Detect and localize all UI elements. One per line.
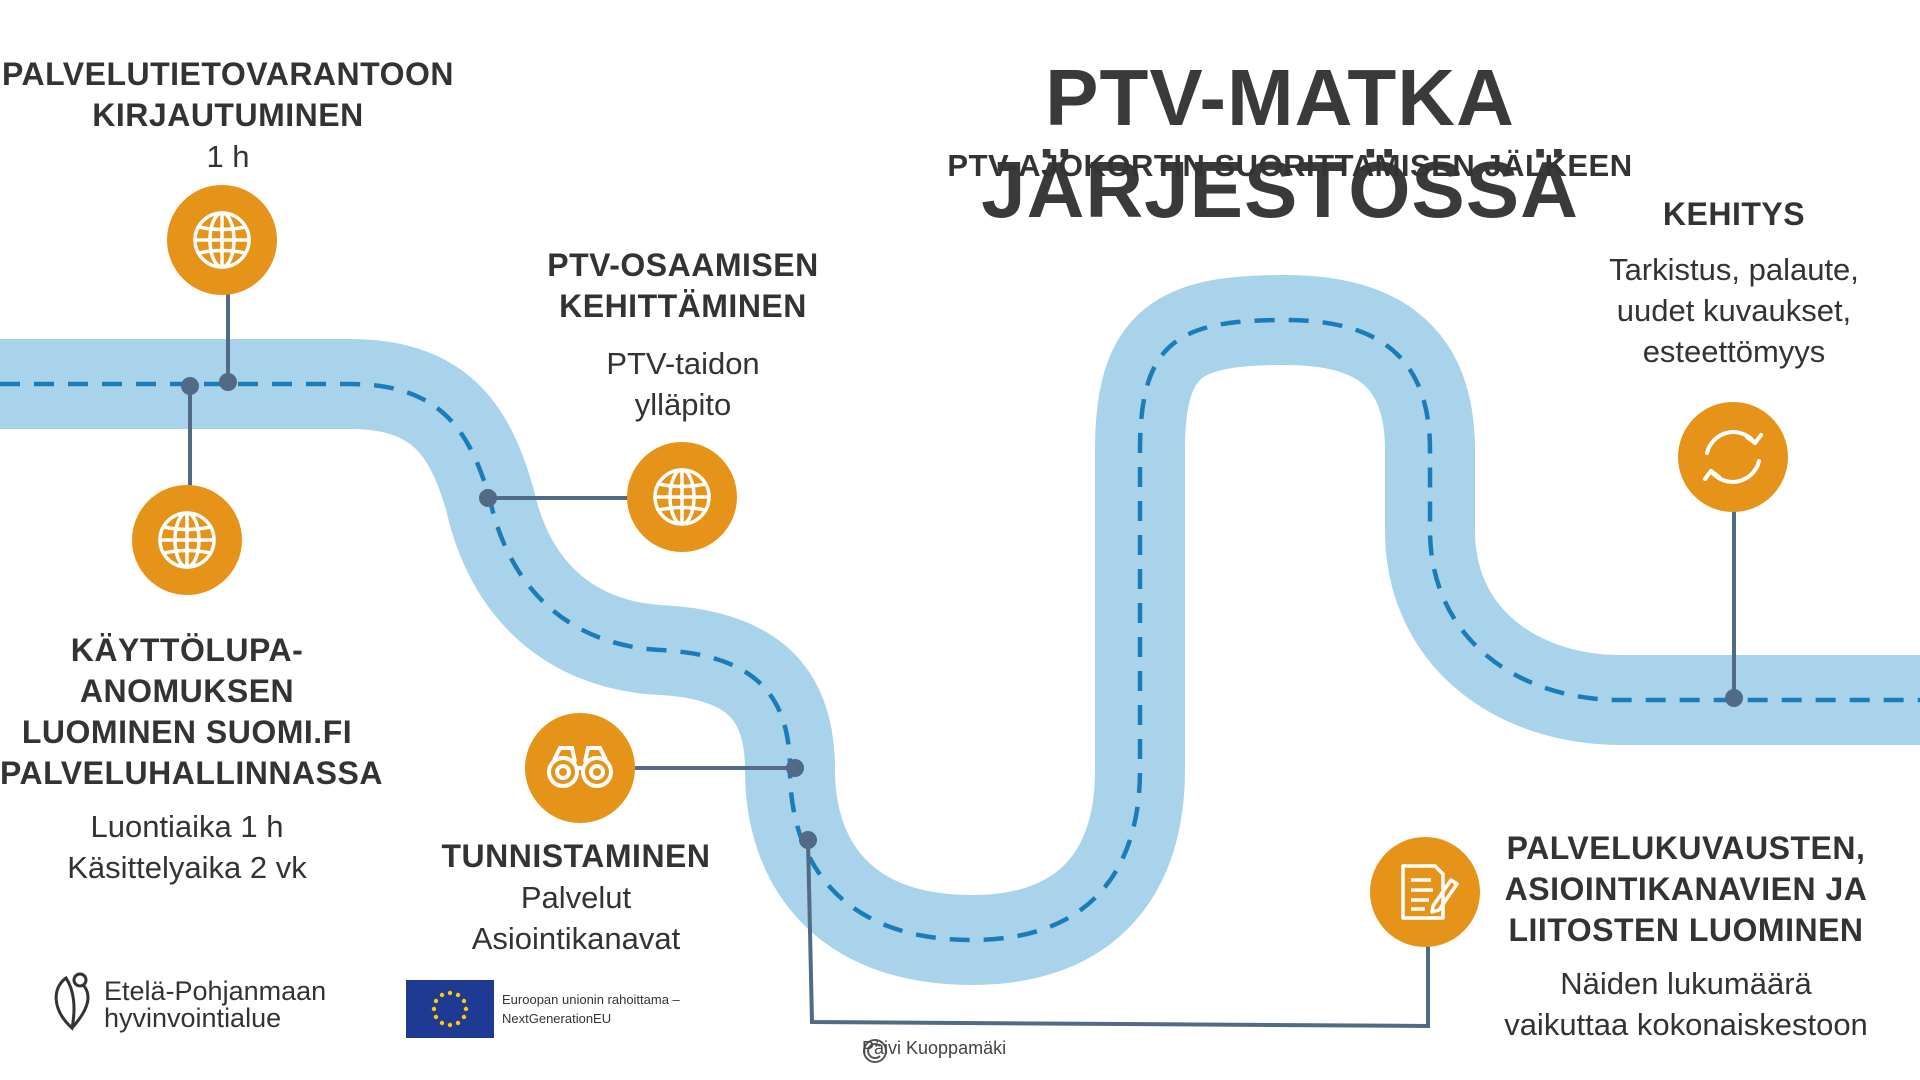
body-line: Näiden lukumäärä (1560, 966, 1812, 1001)
dot-permit (181, 377, 199, 395)
heading-line: LUOMINEN SUOMI.FI (21, 714, 353, 750)
eu-logo-line1: Euroopan unionin rahoittama – (502, 992, 680, 1007)
heading-line: LIITOSTEN LUOMINEN (1508, 912, 1864, 948)
connector-create (806, 839, 1430, 1029)
heading-line: ANOMUKSEN (79, 673, 295, 709)
ep-logo-line2: hyvinvointialue (104, 1003, 282, 1033)
heading-line: PALVELUTIETOVARANTOON (2, 56, 454, 92)
dot-develop (1725, 689, 1743, 707)
road-centerline (0, 317, 1920, 943)
ep-logo-text: Etelä-Pohjanmaan hyvinvointialue (104, 978, 326, 1032)
body-line: Käsittelyaika 2 vk (67, 850, 307, 885)
body-line: Palvelut (520, 880, 632, 915)
heading-line: KEHITTÄMINEN (559, 288, 807, 324)
milestone-create: PALVELUKUVAUSTEN, ASIOINTIKANAVIEN JA LI… (1476, 828, 1896, 1045)
copyright-icon (863, 1039, 887, 1063)
page-subtitle: PTV-AJOKORTIN SUORITTAMISEN JÄLKEEN (947, 148, 1633, 183)
refresh-cycle-icon (1678, 402, 1788, 512)
dot-identify (786, 759, 804, 777)
connector-dots (181, 373, 1743, 849)
body-line: 1 h (206, 139, 250, 174)
milestone-skills: PTV-OSAAMISEN KEHITTÄMINEN PTV-taidon yl… (530, 245, 836, 425)
body-line: uudet kuvaukset, (1616, 293, 1852, 328)
dot-create (799, 831, 817, 849)
milestone-identify: TUNNISTAMINEN Palvelut Asiointikanavat (432, 836, 720, 959)
heading-line: PALVELUKUVAUSTEN, (1506, 830, 1866, 866)
heading-line: KÄYTTÖLUPA- (70, 632, 304, 668)
eu-logo-line2: NextGenerationEU (502, 1011, 612, 1026)
eu-logo-text: Euroopan unionin rahoittama – NextGenera… (502, 990, 680, 1028)
dot-skills (479, 489, 497, 507)
globe-icon (132, 485, 242, 595)
body-line: Asiointikanavat (471, 921, 681, 956)
milestone-develop: KEHITYS Tarkistus, palaute, uudet kuvauk… (1560, 194, 1908, 372)
dot-login (219, 373, 237, 391)
connectors (188, 240, 1736, 1029)
body-line: Tarkistus, palaute, (1609, 252, 1859, 287)
ep-logo-line1: Etelä-Pohjanmaan (104, 976, 327, 1006)
body-line: ylläpito (634, 387, 732, 422)
globe-icon (167, 185, 277, 295)
milestone-permit: KÄYTTÖLUPA- ANOMUKSEN LUOMINEN SUOMI.FI … (0, 630, 383, 888)
heading-line: TUNNISTAMINEN (441, 838, 711, 874)
globe-icon (627, 442, 737, 552)
heading-line: PALVELUHALLINNASSA (0, 755, 383, 791)
heading-line: KIRJAUTUMINEN (92, 97, 364, 133)
milestone-login: PALVELUTIETOVARANTOON KIRJAUTUMINEN 1 h (0, 54, 456, 177)
body-line: esteettömyys (1642, 334, 1826, 369)
heading-line: ASIOINTIKANAVIEN JA (1504, 871, 1868, 907)
body-line: Luontiaika 1 h (90, 809, 284, 844)
eu-flag (406, 980, 494, 1038)
ep-logo-icon (54, 972, 90, 1031)
copyright-text: Päivi Kuoppamäki (862, 1038, 1007, 1058)
body-line: vaikuttaa kokonaiskestoon (1504, 1007, 1868, 1042)
heading-line: PTV-OSAAMISEN (547, 247, 819, 283)
heading-line: KEHITYS (1662, 196, 1806, 232)
page-title: PTV-MATKA JÄRJESTÖSSÄ (981, 53, 1579, 234)
binoculars-icon (525, 713, 635, 823)
document-edit-icon (1370, 837, 1480, 947)
body-line: PTV-taidon (606, 346, 760, 381)
